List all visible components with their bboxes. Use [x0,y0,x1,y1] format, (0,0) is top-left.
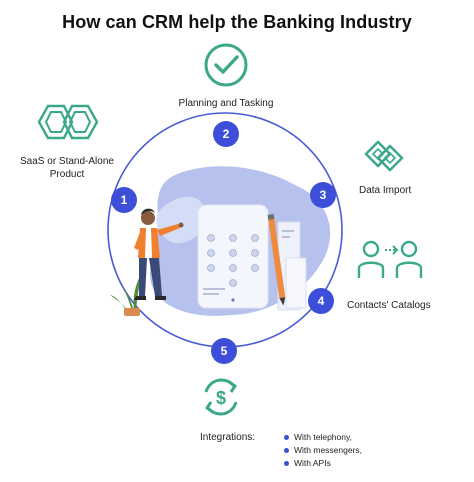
integrations-list: With telephony, With messengers, With AP… [284,431,362,470]
step-label-2: Planning and Tasking [178,98,274,109]
page-title: How can CRM help the Banking Industry [62,12,412,32]
step-number-4: 4 [308,288,334,314]
step-number-5: 5 [211,338,237,364]
step-number-1: 1 [111,187,137,213]
cube-link-icon [364,140,404,172]
svg-text:$: $ [216,388,226,408]
list-item: With telephony, [284,431,362,444]
list-item: With messengers, [284,444,362,457]
calculator-keys [207,234,259,287]
step-label-5: Integrations: [200,432,256,443]
plant [110,272,143,312]
step-label-1: SaaS or Stand-Alone Product [20,156,114,180]
list-item: With APIs [284,457,362,470]
step-label-3: Data Import [359,185,412,196]
contacts-transfer-icon [357,240,423,278]
dollar-cycle-icon: $ [204,378,238,416]
step-number-3: 3 [310,182,336,208]
check-circle-icon [204,43,248,87]
hexagon-chain-icon [37,104,99,140]
step-number-2: 2 [213,121,239,147]
pencil [267,214,286,306]
person-figure [134,208,184,300]
step-label-4: Contacts' Catalogs [347,300,431,311]
